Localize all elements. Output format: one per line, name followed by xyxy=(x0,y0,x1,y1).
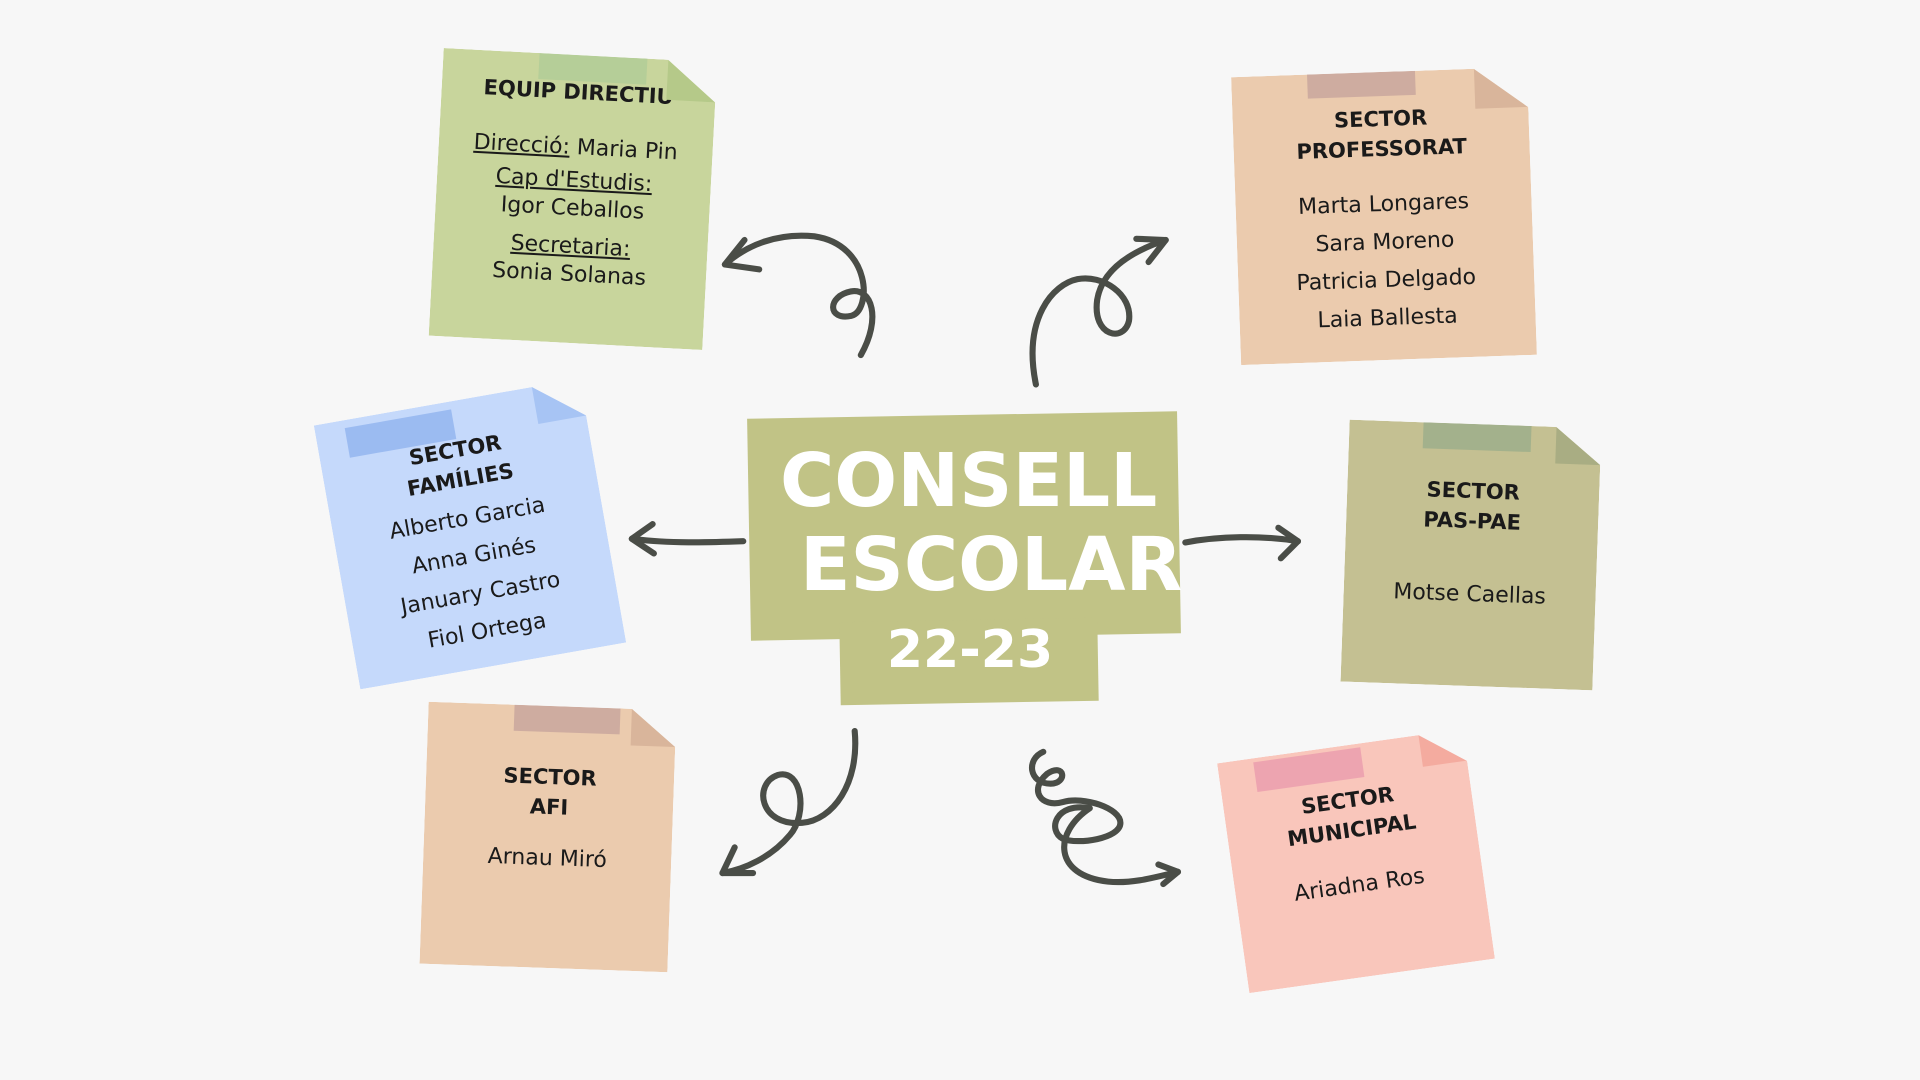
center-title-line1: CONSELL xyxy=(780,438,1158,524)
member-name: Motse Caellas xyxy=(1392,579,1547,610)
member-name: Ariadna Ros xyxy=(1292,863,1427,907)
note-sector-municipal: SECTOR MUNICIPAL Ariadna Ros xyxy=(1217,729,1495,993)
member-name: Arnau Miró xyxy=(487,843,608,874)
note-sector-professorat: SECTOR PROFESSORAT Marta Longares Sara M… xyxy=(1231,67,1537,365)
center-year: 22-23 xyxy=(886,620,1054,680)
arrow-to-professorat xyxy=(1029,235,1169,388)
arrow-to-equip-directiu xyxy=(721,232,876,359)
note-sector-pas-pae: SECTOR PAS-PAE Motse Caellas xyxy=(1341,420,1602,691)
note-sector-afi: SECTOR AFI Arnau Miró xyxy=(420,702,677,972)
arrow-to-families xyxy=(628,521,747,557)
note-equip-directiu: EQUIP DIRECTIU Direcció: Maria Pin Cap d… xyxy=(429,48,718,350)
role-label: Cap d'Estudis: xyxy=(495,163,653,198)
role-label: Secretaria: xyxy=(510,230,632,263)
arrow-to-municipal xyxy=(1028,748,1182,888)
arrow-to-afi xyxy=(719,727,859,877)
arrow-to-pas-pae xyxy=(1182,524,1302,562)
role-label: Direcció: xyxy=(473,129,571,160)
member-name: Igor Ceballos xyxy=(500,192,645,225)
member-name: Maria Pin xyxy=(576,135,679,166)
note-sector-families: SECTOR FAMÍLIES Alberto Garcia Anna Giné… xyxy=(314,379,626,690)
center-title-line2: ESCOLAR xyxy=(800,522,1183,608)
member-name: Sonia Solanas xyxy=(491,257,647,291)
